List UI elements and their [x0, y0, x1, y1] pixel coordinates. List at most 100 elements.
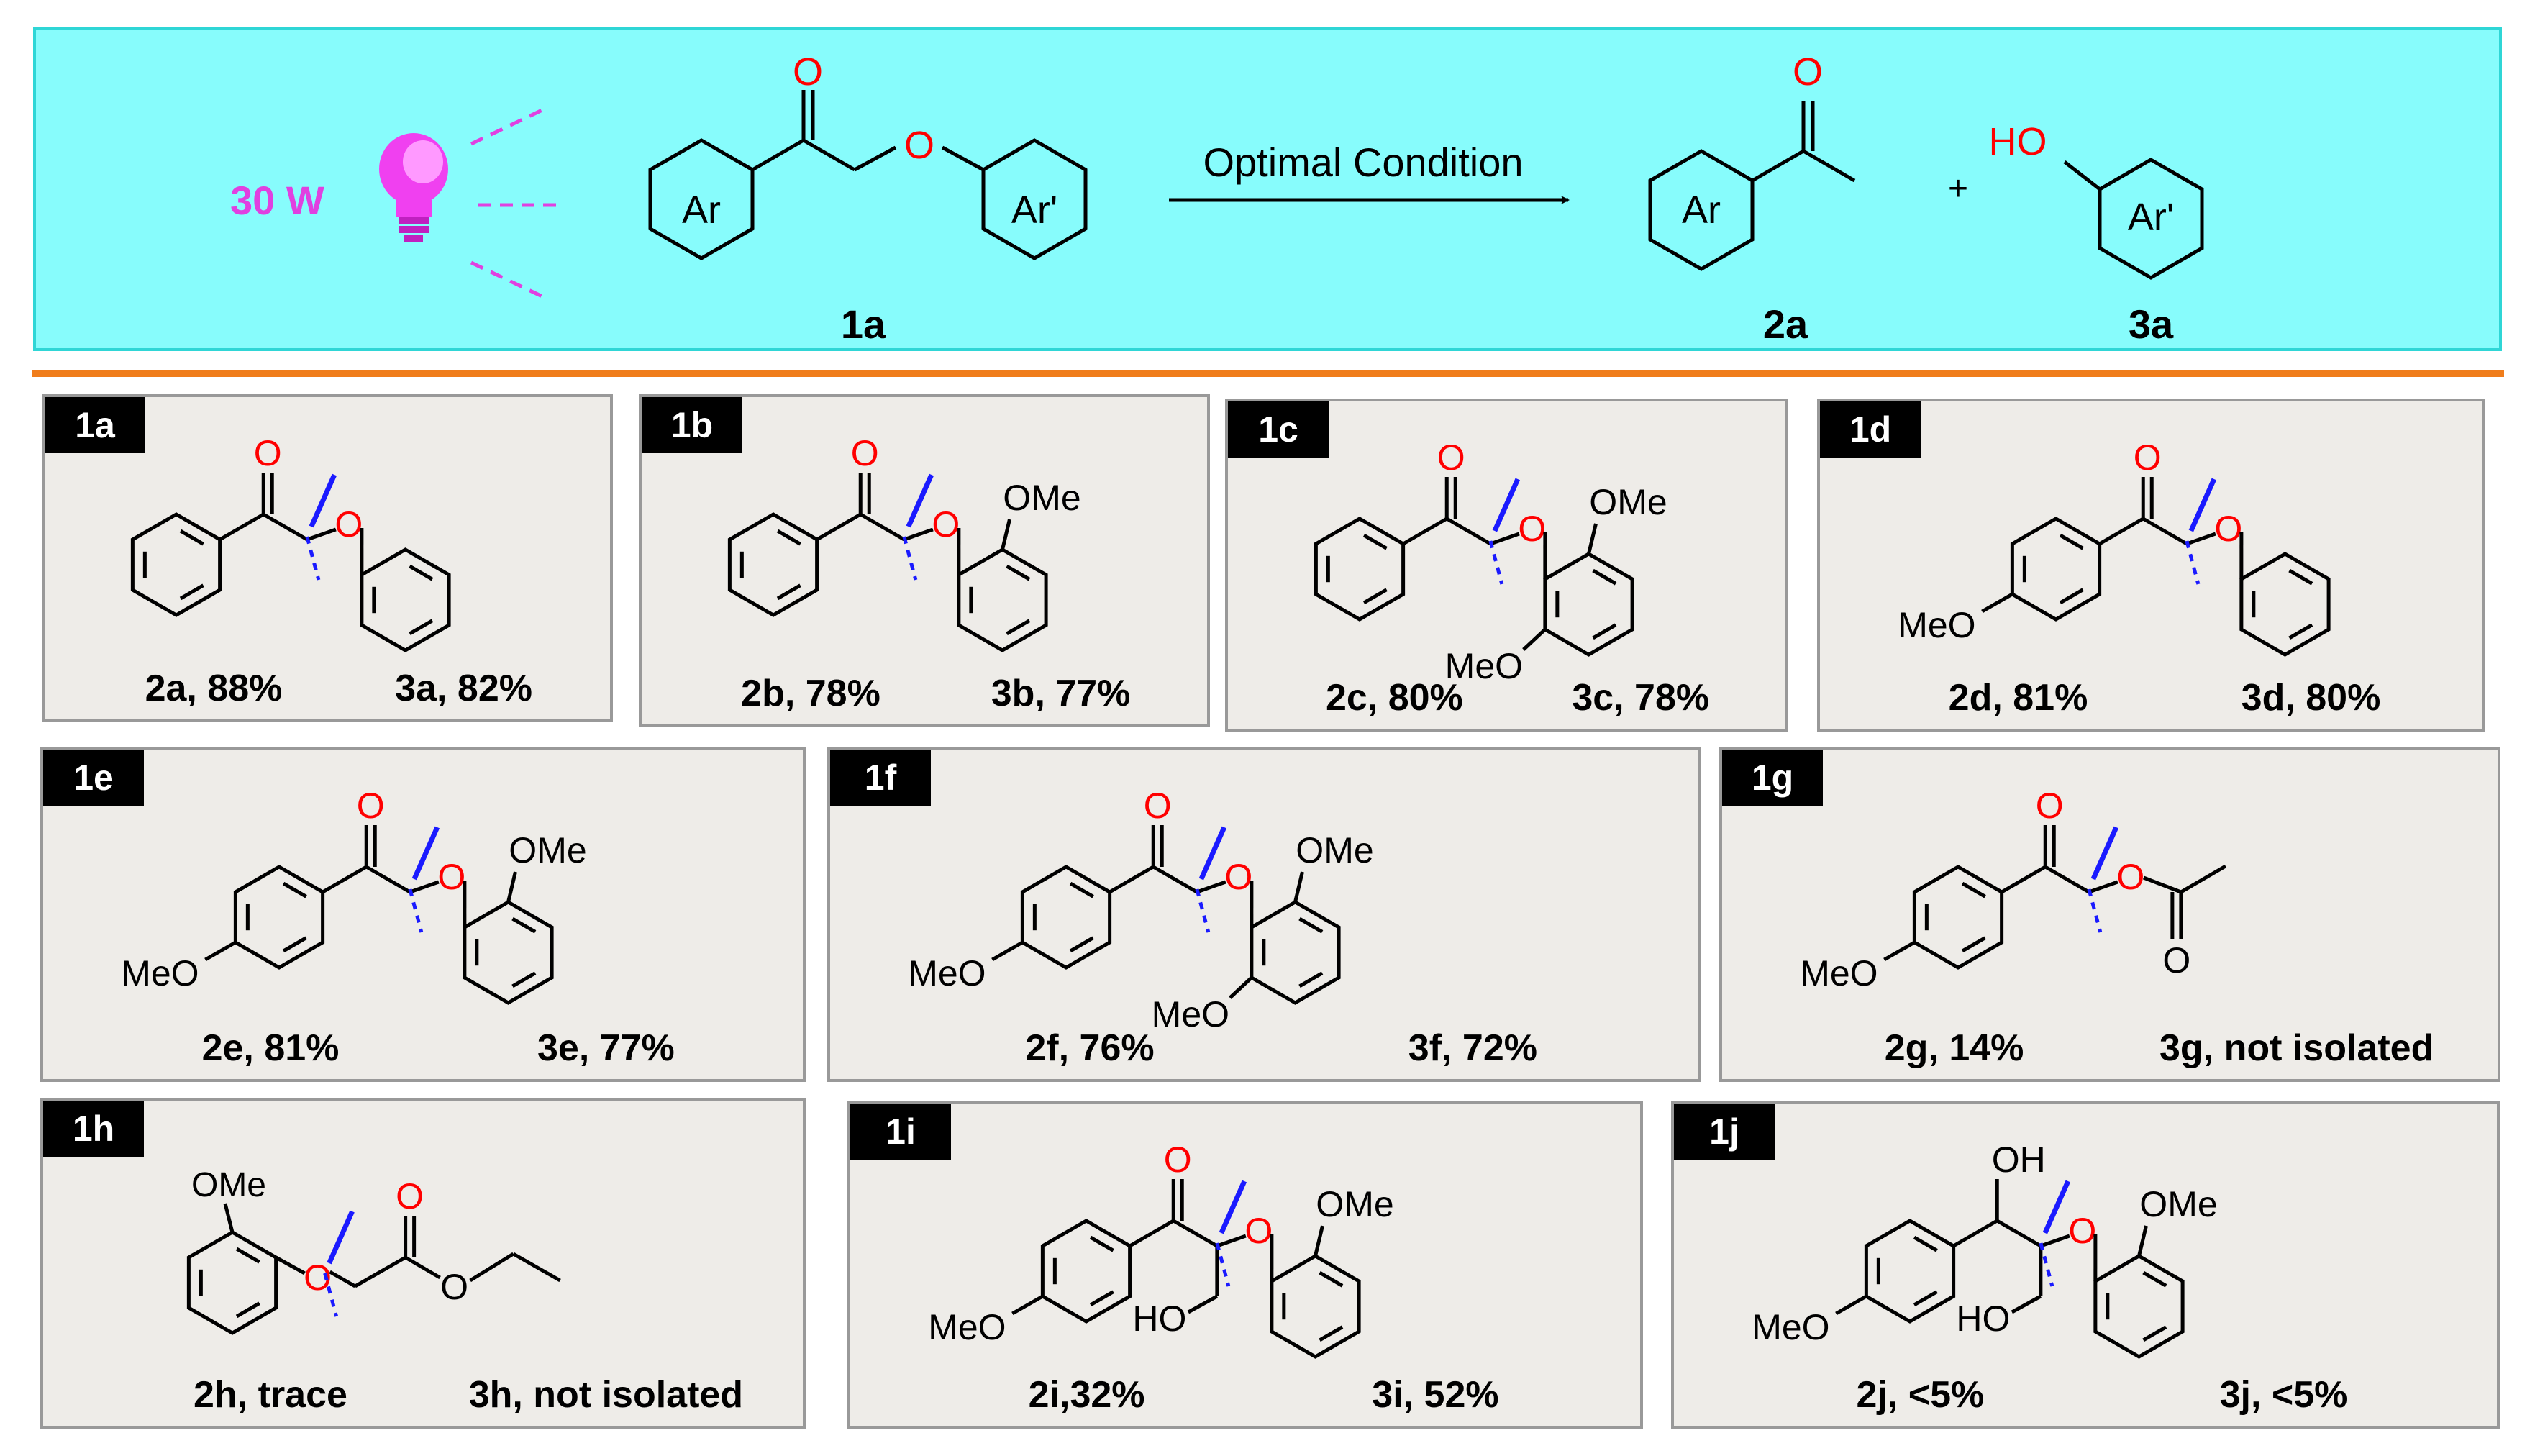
methoxy-label: MeO [1752, 1307, 1829, 1347]
aryl-c-bond [219, 512, 265, 542]
yield-product-2: 2d, 81% [1949, 677, 2088, 719]
cleavage-mark [1219, 1180, 1247, 1234]
carbonyl-oxygen: O [793, 50, 823, 94]
panel-frame [1671, 1101, 2500, 1429]
panel-id-tag: 1e [73, 757, 114, 798]
aryl-c-bond [2001, 865, 2047, 894]
product-2a-structure [1648, 101, 1856, 271]
ch2-o-bond [306, 527, 337, 542]
aromatic-bond [1913, 1235, 1938, 1252]
panel-id-tag: 1h [73, 1109, 114, 1149]
aryl-c-bond [1109, 865, 1155, 894]
aromatic-bond [776, 529, 801, 546]
methoxy-label: OMe [1316, 1184, 1393, 1224]
aryl-c-bond [1402, 517, 1448, 546]
ch2-c-bond [354, 1255, 406, 1288]
aromatic-bond [409, 619, 434, 636]
aromatic-bond [2288, 623, 2313, 640]
c-ch2-bond [1152, 865, 1198, 894]
methoxy-bond [991, 940, 1024, 962]
ch2-o-bond [1216, 1234, 1247, 1248]
carbonyl-oxygen: O [1144, 786, 1172, 826]
aromatic-bond [1319, 1270, 1344, 1288]
panel-tag-bg [43, 1101, 144, 1157]
cleavage-mark [2042, 1180, 2071, 1234]
yield-product-2: 2a, 88% [145, 668, 283, 709]
aromatic-bond [1913, 1290, 1938, 1307]
panel-tag-bg [1722, 750, 1823, 806]
yield-product-3: 3c, 78% [1572, 677, 1709, 719]
panel-tag-bg [642, 397, 742, 453]
yield-product-2: 2h, trace [194, 1374, 347, 1416]
c-ch2-bond [365, 865, 411, 894]
aromatic-bond [2142, 1270, 2167, 1288]
power-label: 30 W [230, 178, 324, 223]
panel-id-tag: 1c [1258, 409, 1298, 450]
methoxy-label: OMe [1003, 478, 1080, 518]
panel-frame [1817, 399, 2485, 732]
carbonyl-oxygen: O [357, 786, 385, 826]
carbonyl-oxygen: O [1164, 1139, 1192, 1180]
yield-product-2: 2i,32% [1029, 1374, 1145, 1416]
yield-product-2: 2f, 76% [1025, 1027, 1154, 1069]
ether-oxygen: O [1518, 509, 1546, 549]
c-ch2-bond [859, 512, 906, 542]
c-ch2-bond [2044, 865, 2090, 894]
panel-tag-bg [45, 397, 145, 453]
cleavage-mark [1492, 478, 1521, 532]
panel-id-tag: 1a [75, 405, 116, 445]
light-rays-icon [470, 106, 565, 301]
ring-ar: Ar [682, 188, 721, 232]
carbonyl-oxygen: O [1437, 437, 1465, 478]
ether-oxygen: O [2068, 1211, 2096, 1251]
ester-bond [404, 1255, 441, 1280]
aryl-c-bond [2098, 517, 2144, 546]
ester-oxygen: O [440, 1267, 468, 1307]
product-a-label: 2a [1763, 301, 1808, 347]
panel-frame [847, 1101, 1643, 1429]
c-ch2-bond [2142, 517, 2188, 546]
methoxy-bond [1883, 940, 1916, 962]
ether-oxygen: O [2214, 509, 2242, 549]
aromatic-bond [2059, 588, 2084, 605]
aryl-c-bond [816, 512, 862, 542]
panel-frame [40, 747, 806, 1082]
acetyl-methyl-bond [2180, 864, 2227, 894]
ethyl-bond [469, 1252, 514, 1283]
ether-oxygen: O [2116, 857, 2144, 897]
methoxy-bond [506, 871, 517, 903]
ethyl-bond [512, 1252, 561, 1283]
aromatic-bond [776, 583, 801, 601]
hydroxyl-label: HO [1956, 1298, 2010, 1339]
panel-tag-bg [830, 750, 931, 806]
yield-product-3: 3b, 77% [991, 673, 1131, 714]
panel-id-tag: 1g [1752, 757, 1793, 798]
aromatic-bond [235, 1247, 260, 1264]
divider-line [32, 370, 2504, 377]
aromatic-bond [409, 564, 434, 581]
ether-oxygen: O [904, 124, 934, 167]
carbonyl-oxygen: O [2134, 437, 2162, 478]
cleavage-mark [906, 473, 934, 528]
carbonyl-oxygen: O [396, 1176, 424, 1216]
methoxy-bond [1314, 1225, 1324, 1257]
aromatic-bond [2288, 568, 2313, 586]
aromatic-bond [282, 936, 307, 953]
c-ch2-bond [1995, 1219, 2042, 1248]
methoxy-bond [1011, 1294, 1044, 1316]
c-ch2-bond [1445, 517, 1492, 546]
panel-id-tag: 1f [865, 757, 897, 798]
panel-id-tag: 1d [1849, 409, 1891, 450]
aromatic-bond [1961, 881, 1986, 898]
methoxy-bond [1587, 523, 1598, 555]
yield-product-3: 3h, not isolated [469, 1374, 743, 1416]
reactant-label: 1a [841, 301, 886, 347]
reactant-structure [648, 90, 1088, 260]
panel-id-tag: 1j [1709, 1111, 1739, 1152]
